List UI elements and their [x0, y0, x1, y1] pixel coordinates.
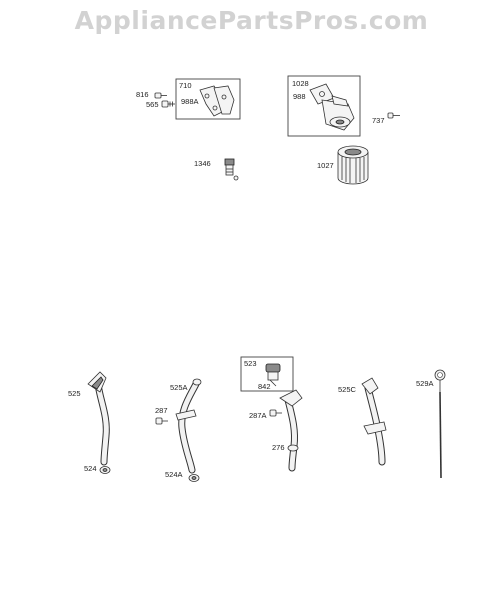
oil-fill-tube-523: [279, 389, 303, 472]
screw-737: [387, 112, 400, 119]
screw-287a: [269, 409, 282, 417]
label-1027: 1027: [317, 161, 334, 170]
screw-816: [154, 92, 167, 99]
label-525a: 525A: [170, 383, 188, 392]
kit-box-523: [240, 356, 294, 392]
seal-524a: [188, 474, 200, 482]
gasket-988a: [199, 85, 235, 117]
label-525c: 525C: [338, 385, 357, 394]
label-816: 816: [136, 90, 149, 99]
oil-fill-tube-525c: [361, 377, 387, 466]
label-565: 565: [146, 100, 159, 109]
oil-filter-1027: [337, 145, 369, 185]
label-525: 525: [68, 389, 81, 398]
label-287: 287: [155, 406, 168, 415]
kit-box-1028: [287, 75, 361, 137]
watermark-text: AppliancePartsPros.com: [74, 6, 429, 35]
oil-fill-tube-525a: [175, 378, 202, 474]
label-524: 524: [84, 464, 97, 473]
label-523: 523: [244, 359, 257, 368]
label-1028: 1028: [292, 79, 309, 88]
label-737: 737: [372, 116, 385, 125]
label-988a: 988A: [181, 97, 199, 106]
label-529a: 529A: [416, 379, 434, 388]
label-276: 276: [272, 443, 285, 452]
label-287a: 287A: [249, 411, 267, 420]
screw-565: [161, 100, 175, 108]
adapter-1028: [309, 83, 355, 131]
seal-524: [99, 466, 111, 474]
fitting-1346: [224, 158, 239, 181]
screw-287: [155, 417, 168, 425]
kit-box-710: [175, 78, 241, 120]
dipstick-529a: [434, 369, 446, 479]
label-524a: 524A: [165, 470, 183, 479]
oil-fill-tube-525: [87, 371, 110, 466]
ring-276: [287, 444, 299, 452]
label-1346: 1346: [194, 159, 211, 168]
label-988: 988: [293, 92, 306, 101]
dipstick-cap-842: [265, 363, 281, 387]
label-842: 842: [258, 382, 271, 391]
label-710: 710: [179, 81, 192, 90]
